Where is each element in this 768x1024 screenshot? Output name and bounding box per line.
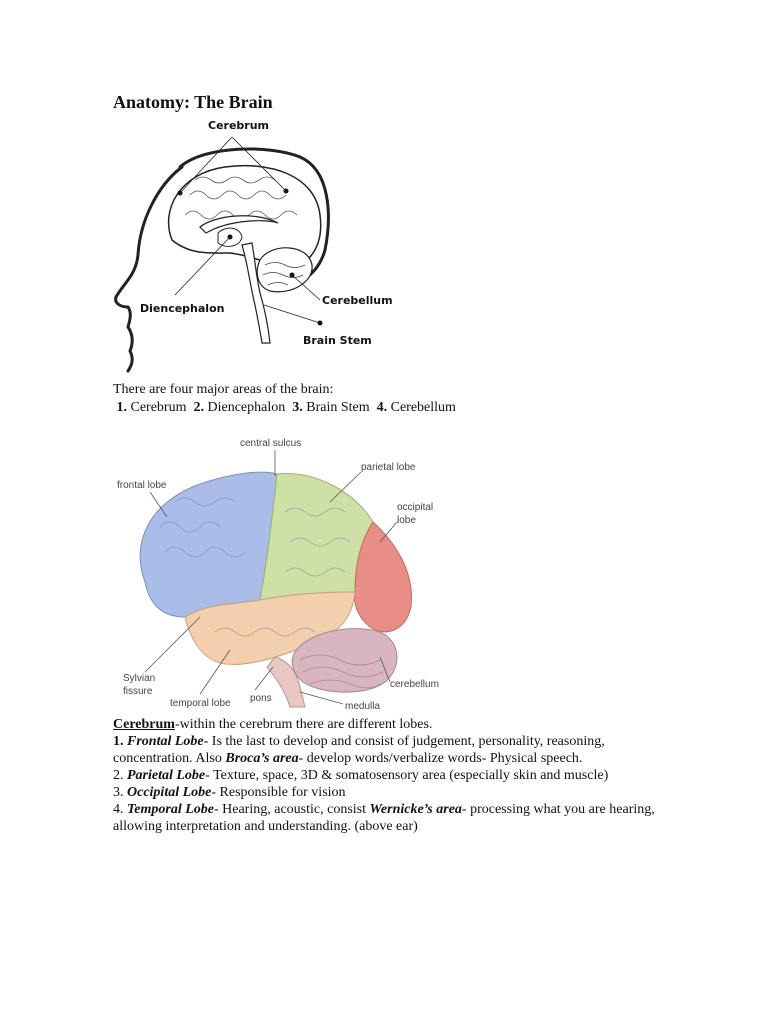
frontal-pointer xyxy=(149,491,168,518)
area-num-3: 3. xyxy=(292,400,303,415)
sylvian-pointer xyxy=(144,616,201,673)
term-wernickes-area: Wernicke’s area xyxy=(369,802,462,817)
area-name-4: Cerebellum xyxy=(390,400,456,415)
lobe-name-parietal: Parietal Lobe xyxy=(127,768,206,783)
lobe-text-parietal: - Texture, space, 3D & somatosensory are… xyxy=(205,768,609,783)
label-temporal-lobe: temporal lobe xyxy=(170,698,231,709)
cerebrum-pointer-left xyxy=(179,136,233,194)
frontal-lobe-shape xyxy=(139,471,278,618)
cerebellum-pointer xyxy=(291,274,321,301)
brain-stem-dot xyxy=(317,320,323,326)
label-occipital-1: occipital xyxy=(397,502,433,513)
label-cerebellum-2: cerebellum xyxy=(390,679,439,690)
cerebrum-section: Cerebrum-within the cerebrum there are d… xyxy=(113,716,673,835)
temporal-pointer xyxy=(199,649,231,695)
sagittal-brain-diagram: Cerebrum Diencephalon Cerebellum Brain S… xyxy=(114,119,393,373)
label-parietal-lobe: parietal lobe xyxy=(361,462,416,473)
cerebrum-dot-right xyxy=(283,188,289,194)
pons-medulla-shape xyxy=(266,656,306,708)
area-num-2: 2. xyxy=(193,400,204,415)
lobe-num-4: 4. xyxy=(113,802,124,817)
lobe-text-temporal-2: - processing what you are hearing, allow… xyxy=(113,802,655,834)
label-diencephalon: Diencephalon xyxy=(140,302,224,315)
lobe-name-occipital: Occipital Lobe xyxy=(127,785,212,800)
lobe-num-3: 3. xyxy=(113,785,124,800)
cerebrum-heading: Cerebrum xyxy=(113,717,175,732)
cerebrum-pointer-right xyxy=(231,136,287,192)
area-name-1: Cerebrum xyxy=(130,400,187,415)
cerebrum-dot-left xyxy=(177,190,183,196)
lobe-num-1: 1. xyxy=(113,734,124,749)
lobe-text-temporal-1: - Hearing, acoustic, consist xyxy=(213,802,370,817)
diencephalon-dot xyxy=(227,234,233,240)
cerebrum-intro: Cerebrum-within the cerebrum there are d… xyxy=(113,716,673,733)
label-frontal-lobe: frontal lobe xyxy=(117,480,167,491)
lobe-item-frontal: 1. Frontal Lobe- Is the last to develop … xyxy=(113,733,673,767)
lobe-name-temporal: Temporal Lobe xyxy=(127,802,214,817)
corpus-callosum xyxy=(199,215,279,234)
diencephalon-pointer xyxy=(174,236,231,296)
lobe-num-2: 2. xyxy=(113,768,124,783)
intro-text: There are four major areas of the brain: xyxy=(113,382,334,397)
brain-stem-pointer xyxy=(263,304,321,324)
area-name-3: Brain Stem xyxy=(306,400,370,415)
cerebrum-heading-rest: -within the cerebrum there are different… xyxy=(174,717,433,732)
label-central-sulcus: central sulcus xyxy=(240,438,301,449)
lobe-item-parietal: 2. Parietal Lobe- Texture, space, 3D & s… xyxy=(113,767,673,784)
occipital-lobe-shape xyxy=(354,521,413,633)
cerebellum-folia-lines xyxy=(299,654,384,689)
label-sylvian-1: Sylvian xyxy=(123,673,155,684)
term-brocas-area: Broca’s area xyxy=(225,751,299,766)
label-sylvian-2: fissure xyxy=(123,686,153,697)
label-occipital-2: lobe xyxy=(397,515,416,526)
page-title: Anatomy: The Brain xyxy=(113,92,273,112)
lateral-brain-lobes-diagram: central sulcus parietal lobe frontal lob… xyxy=(117,438,439,712)
area-name-2: Diencephalon xyxy=(207,400,286,415)
lobe-gyri xyxy=(159,497,351,637)
cerebellum-pointer-2 xyxy=(379,656,391,683)
pons-pointer xyxy=(254,666,274,691)
cerebellum-folia xyxy=(262,262,306,286)
lobe-item-occipital: 3. Occipital Lobe- Responsible for visio… xyxy=(113,784,673,801)
lobe-text-frontal-2: - develop words/verbalize words- Physica… xyxy=(298,751,583,766)
label-pons: pons xyxy=(250,693,272,704)
lobe-text-frontal-1: - Is the last to develop and consist of … xyxy=(113,734,605,766)
area-num-1: 1. xyxy=(116,400,128,415)
lobe-name-frontal: Frontal Lobe xyxy=(127,734,204,749)
lobe-text-occipital: - Responsible for vision xyxy=(211,785,346,800)
label-cerebrum: Cerebrum xyxy=(208,119,269,132)
brain-stem-shape xyxy=(241,242,271,344)
area-num-4: 4. xyxy=(376,400,388,415)
medulla-pointer xyxy=(299,691,344,705)
areas-list: 1. Cerebrum 2. Diencephalon 3. Brain Ste… xyxy=(113,399,456,416)
label-brain-stem: Brain Stem xyxy=(303,334,372,347)
parietal-pointer xyxy=(329,471,362,503)
label-cerebellum: Cerebellum xyxy=(322,294,393,307)
lobe-item-temporal: 4. Temporal Lobe- Hearing, acoustic, con… xyxy=(113,801,673,835)
cerebellum-dot xyxy=(289,272,295,278)
occipital-pointer xyxy=(379,521,398,543)
label-medulla: medulla xyxy=(345,701,380,712)
